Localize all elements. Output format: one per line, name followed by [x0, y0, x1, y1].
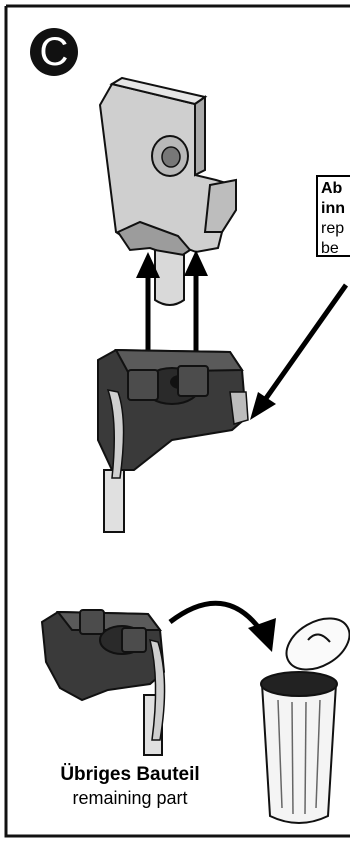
callout-box: Ab inn rep be [316, 175, 350, 257]
callout-line-2: inn [321, 200, 345, 217]
callout-line-3: rep [321, 220, 345, 237]
upper-part [98, 76, 237, 306]
remaining-part [40, 609, 166, 756]
discard-arrow [168, 600, 276, 652]
trash-bin-icon [260, 617, 350, 824]
caption-title: Übriges Bauteil [60, 764, 200, 785]
caption: Übriges Bauteil remaining part [14, 763, 246, 809]
step-badge: C [30, 28, 78, 76]
callout-line-4: be [321, 240, 339, 257]
callout-line-1: Ab [321, 180, 343, 197]
clip-part [97, 348, 249, 533]
caption-subtitle: remaining part [72, 788, 188, 808]
callout-pointer-arrow [250, 283, 349, 420]
panel-border [4, 4, 350, 838]
